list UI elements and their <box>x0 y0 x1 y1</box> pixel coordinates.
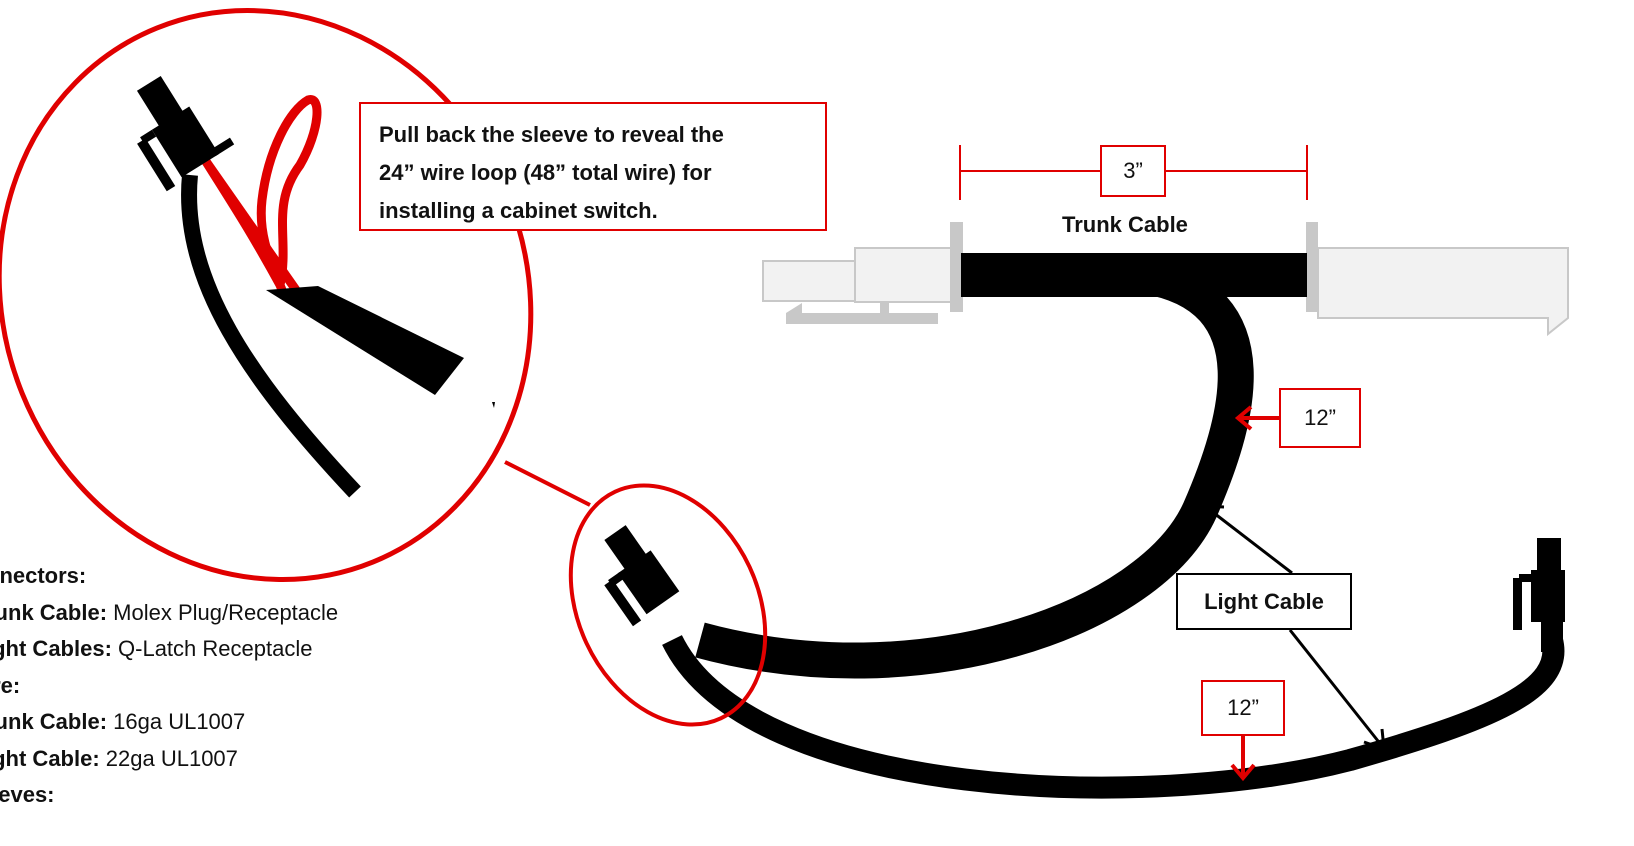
trunk-right-connector <box>1306 222 1569 337</box>
light-cable-lower <box>662 634 1565 799</box>
zoom-detail-contents <box>136 75 495 498</box>
trunk-connector-label: runk Cable: <box>0 599 108 625</box>
lower-12-arrow <box>1230 736 1256 782</box>
zoom-source-circle <box>568 483 768 727</box>
trunk-wire-spec: runk Cable: 16ga UL1007 <box>0 704 338 741</box>
q-latch-connector-left <box>604 525 680 627</box>
trunk-wire-label: runk Cable: <box>0 709 108 734</box>
q-latch-connector-right <box>1513 538 1565 652</box>
upper-12-arrow <box>1234 405 1279 431</box>
callout-line-3: installing a cabinet switch. <box>379 198 658 223</box>
light-connector-spec: ight Cables: Q-Latch Receptacle <box>0 631 338 668</box>
wire-heading: ire: <box>0 672 21 698</box>
trunk-length-dimension <box>959 145 1308 200</box>
sleeve-callout: Pull back the sleeve to reveal the 24” w… <box>359 102 827 231</box>
specifications-list: nnectors: runk Cable: Molex Plug/Recepta… <box>0 558 338 814</box>
light-connector-value: Q-Latch Receptacle <box>111 636 313 661</box>
trunk-length-label: 3” <box>1100 145 1166 197</box>
light-cable-leaders <box>1201 504 1386 752</box>
trunk-connector-value: Molex Plug/Receptacle <box>107 599 339 625</box>
upper-12-label: 12” <box>1279 388 1361 448</box>
lower-12-label: 12” <box>1201 680 1285 736</box>
sleeves-heading: eeves: <box>0 782 55 807</box>
light-wire-label: ight Cable: <box>0 745 100 771</box>
light-connector-label: ight Cables: <box>0 636 112 661</box>
trunk-cable <box>961 253 1307 297</box>
light-cable-label: Light Cable <box>1176 573 1352 630</box>
callout-line-1: Pull back the sleeve to reveal the <box>379 122 724 147</box>
trunk-left-connector <box>762 222 963 324</box>
light-cable-upper <box>695 257 1254 679</box>
trunk-wire-value: 16ga UL1007 <box>107 709 246 734</box>
zoom-connector-line <box>504 460 591 507</box>
light-wire-value: 22ga UL1007 <box>99 745 238 771</box>
trunk-cable-label: Trunk Cable <box>1062 212 1188 237</box>
connectors-heading: nnectors: <box>0 563 87 588</box>
light-wire-spec: ight Cable: 22ga UL1007 <box>0 741 338 778</box>
callout-line-2: 24” wire loop (48” total wire) for <box>379 160 712 185</box>
trunk-connector-spec: runk Cable: Molex Plug/Receptacle <box>0 595 338 632</box>
